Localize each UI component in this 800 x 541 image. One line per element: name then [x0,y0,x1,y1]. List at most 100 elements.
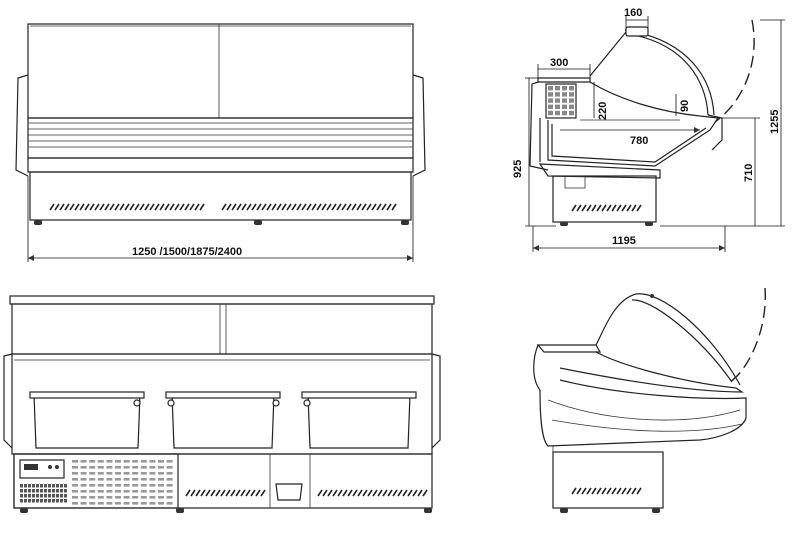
louvre-cell [89,466,96,469]
vent-slot [64,203,70,211]
dim-glass-gap: 90 [679,100,691,112]
vent-slot [179,203,185,211]
grille-cell [36,499,39,503]
louvre-cell [166,478,173,481]
vent-slot [322,489,328,497]
louvre-cell [89,496,96,499]
dim-total-height: 1255 [769,110,781,134]
vent-slot [571,204,577,212]
dim-total-depth: 1195 [612,235,636,247]
vent-slot [366,203,372,211]
grille-cell [28,499,31,503]
vent-slot [104,203,110,211]
perspective-vent-slots [571,487,642,495]
louvre-cell [72,478,78,481]
rear-glass-panel [11,303,433,355]
vent-slot [154,203,160,211]
vent-slot [49,203,55,211]
vent-slot [332,489,338,497]
vent-slot [606,487,612,495]
front-foot [254,220,262,225]
grille-cell [40,494,43,498]
dim-shelf-height: 220 [597,102,609,120]
louvre-cell [106,472,113,475]
vent-slot [626,204,632,212]
louvre-cell [149,478,156,481]
vent-slot [231,203,237,211]
vent-slot [210,489,216,497]
vent-slot [327,489,333,497]
vent-slot [200,489,206,497]
louvre-cell [80,502,87,505]
louvre-cell [89,490,96,493]
vent-slot [94,203,100,211]
vent-slot [296,203,302,211]
shelf-cell [548,86,553,91]
grille-cell [24,494,27,498]
grille-cell [56,489,59,493]
vent-slot [376,203,382,211]
grille-cell [40,499,43,503]
shelf-cell [569,110,574,116]
louvre-cell [97,484,104,487]
grille-cell [40,489,43,493]
vent-slot [571,487,577,495]
vent-slot [422,489,428,497]
dim-top-width: 160 [624,7,642,19]
grille-cell [64,489,67,493]
glass-swing-arc-2 [729,287,766,383]
grille-cell [60,494,63,498]
vent-slot [347,489,353,497]
vent-slot [372,489,378,497]
grille-cell [20,499,23,503]
vent-slot [230,489,236,497]
grille-cell [60,484,63,488]
vent-slot [616,204,622,212]
vent-slot [220,489,226,497]
grille-cell [36,484,39,488]
louvre-cell [123,490,130,493]
grille-cell [28,489,31,493]
vent-slot [357,489,363,497]
louvre-cell [106,490,113,493]
vent-slot [611,487,617,495]
vent-slot [251,203,257,211]
front-view: 1250 /1500/1875/2400 [15,23,426,262]
grille-cell [44,489,47,493]
louvre-cell [123,502,130,505]
louvre-cell [123,478,130,481]
vent-slot [377,489,383,497]
louvre-cell [166,472,173,475]
louvre-cell [115,490,121,493]
compressor-unit [13,453,179,509]
dim-base-height: 710 [743,164,755,182]
vent-slot [382,489,388,497]
louvre-cell [140,490,147,493]
grille-cell [24,484,27,488]
vent-slot [189,203,195,211]
vent-slot [631,487,637,495]
grille-cell [56,484,59,488]
vent-slot [281,203,287,211]
vent-slot [371,203,377,211]
vent-slot [74,203,80,211]
louvre-cell [123,484,130,487]
louvre-cell [115,466,121,469]
shelf-cell [555,98,560,103]
vent-slot [54,203,60,211]
louvre-cell [106,466,113,469]
vent-slot [159,203,165,211]
vent-slot [79,203,85,211]
vent-slot [311,203,317,211]
vent-slot [245,489,251,497]
vent-slot [99,203,105,211]
vent-slot [412,489,418,497]
louvre-cell [123,472,130,475]
louvre-cell [149,490,156,493]
louvre-cell [158,466,164,469]
vent-slot [417,489,423,497]
louvre-cell [166,460,173,463]
shelf-cell [562,92,567,97]
grille-cell [28,494,31,498]
louvre-cell [140,472,147,475]
